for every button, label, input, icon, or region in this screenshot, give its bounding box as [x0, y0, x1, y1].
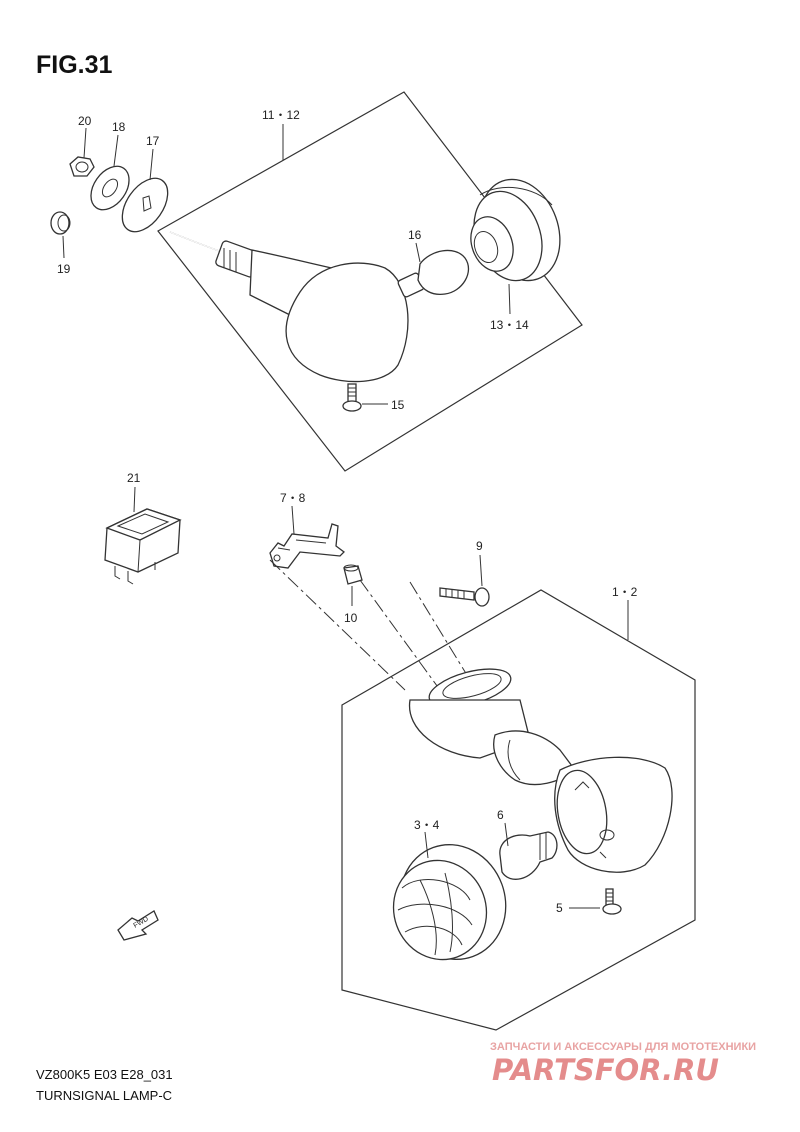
part-19-grommet[interactable]	[50, 211, 71, 235]
model-code: VZ800K5 E03 E28_031	[36, 1067, 173, 1082]
leader-18	[113, 134, 119, 167]
leader-17	[149, 148, 154, 181]
callout-15: 15	[391, 398, 405, 412]
callout-11-12: 11・12	[262, 108, 300, 122]
leader-13-14	[508, 283, 511, 315]
callout-21: 21	[127, 471, 141, 485]
lower-lamp-housing[interactable]	[408, 662, 673, 873]
part-20-nut[interactable]	[69, 156, 95, 177]
part-21-relay[interactable]	[104, 508, 182, 585]
upper-assembly-box	[157, 91, 583, 472]
alignment-lines	[269, 559, 471, 691]
callout-3-4: 3・4	[414, 818, 440, 832]
leader-16	[415, 242, 421, 263]
callout-13-14: 13・14	[490, 318, 529, 332]
callout-16: 16	[408, 228, 422, 242]
part-9-bolt[interactable]	[439, 587, 490, 607]
callout-10: 10	[344, 611, 358, 625]
leader-6	[504, 822, 509, 847]
part-16-bulb[interactable]	[397, 249, 470, 298]
lower-assembly-box	[341, 589, 696, 1031]
part-17-plate[interactable]	[113, 170, 177, 240]
leader-21	[133, 486, 136, 513]
callout-19: 19	[57, 262, 71, 276]
leader-20	[83, 127, 87, 159]
callout-7-8: 7・8	[280, 491, 306, 505]
leader-9	[479, 554, 483, 587]
part-6-bulb[interactable]	[499, 831, 558, 880]
part-18-washer[interactable]	[83, 159, 137, 217]
callout-17: 17	[146, 134, 160, 148]
callout-18: 18	[112, 120, 126, 134]
upper-lamp-body[interactable]	[169, 231, 409, 383]
part-5-screw[interactable]	[602, 888, 622, 915]
part-7-8-bracket[interactable]	[269, 523, 345, 569]
fwd-arrow-icon: FWD	[117, 910, 159, 941]
part-10-spacer[interactable]	[343, 564, 363, 585]
leader-7-8	[291, 505, 295, 535]
callout-5: 5	[556, 901, 563, 915]
watermark-logo: PARTSFOR.RU	[492, 1053, 719, 1087]
callout-9: 9	[476, 539, 483, 553]
figure-title: FIG.31	[36, 51, 113, 79]
section-name: TURNSIGNAL LAMP-C	[36, 1088, 172, 1103]
part-3-4-lens[interactable]	[380, 830, 522, 975]
callout-20: 20	[78, 114, 92, 128]
part-15-screw[interactable]	[342, 383, 362, 412]
watermark-tagline: ЗАПЧАСТИ И АКСЕССУАРЫ ДЛЯ МОТОТЕХНИКИ	[490, 1041, 756, 1053]
leader-3-4	[424, 831, 429, 859]
callout-6: 6	[497, 808, 504, 822]
part-13-14-lens[interactable]	[462, 168, 573, 292]
leader-19	[62, 235, 65, 259]
callout-1-2: 1・2	[612, 585, 638, 599]
